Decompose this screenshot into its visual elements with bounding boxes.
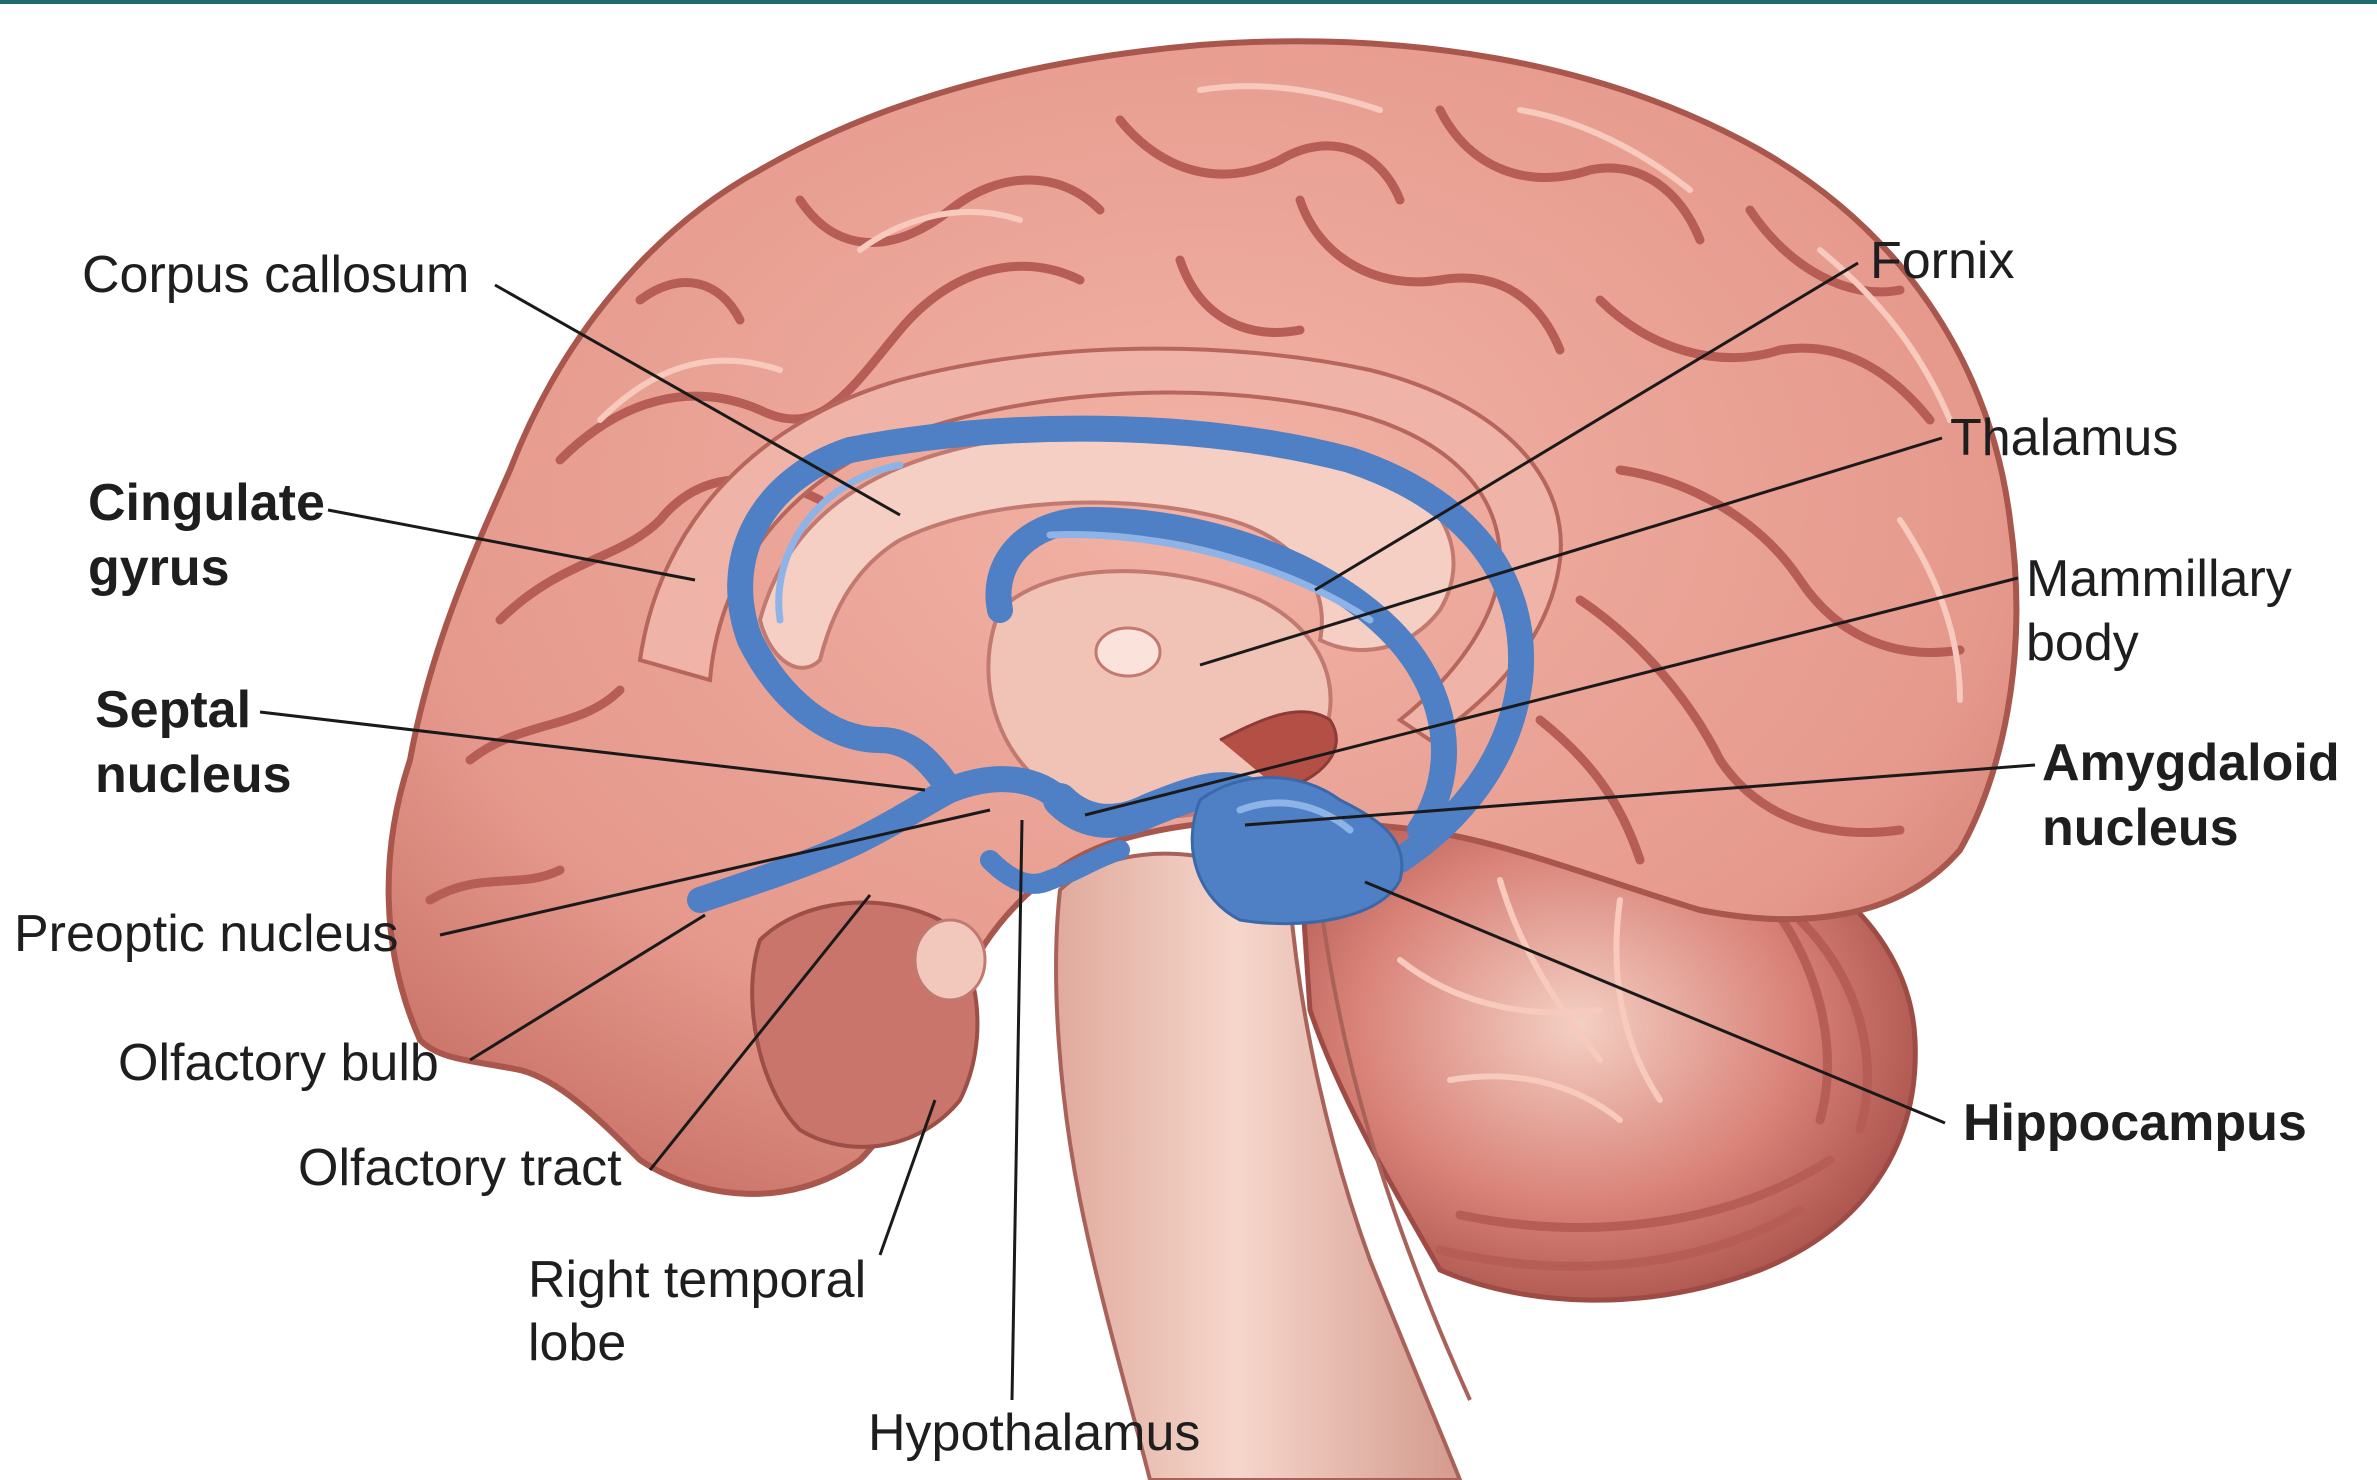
leader-cingulate-gyrus — [327, 508, 696, 582]
label-corpus-callosum: Corpus callosum — [82, 246, 469, 304]
leader-olfactory-tract — [648, 894, 872, 1171]
label-cingulate-gyrus-line2: gyrus — [88, 539, 230, 597]
leader-mammillary-body — [1084, 576, 2019, 817]
leader-preoptic-nucleus — [439, 808, 991, 937]
label-septal-nucleus-line2: nucleus — [95, 746, 292, 804]
limbic-system — [687, 415, 1534, 926]
leader-amygdaloid-nucleus — [1244, 763, 2036, 827]
label-olfactory-tract: Olfactory tract — [298, 1139, 622, 1197]
leader-olfactory-bulb — [469, 913, 706, 1062]
leader-fornix — [1314, 261, 1859, 592]
leader-corpus-callosum — [494, 283, 901, 517]
amygdala-hippocampus-mass — [1190, 776, 1404, 926]
leader-right-temporal-lobe — [878, 1099, 937, 1256]
leader-hypothalamus — [1010, 819, 1024, 1401]
label-right-temporal-lobe-line2: lobe — [528, 1314, 626, 1372]
label-hippocampus: Hippocampus — [1963, 1094, 2307, 1152]
label-preoptic-nucleus: Preoptic nucleus — [14, 905, 398, 963]
label-cingulate-gyrus-line1: Cingulate — [88, 474, 325, 532]
interthalamic-adhesion — [1094, 626, 1162, 678]
leader-hippocampus — [1364, 880, 1946, 1125]
label-septal-nucleus-line1: Septal — [95, 681, 251, 739]
top-bar — [0, 0, 2377, 4]
label-hypothalamus: Hypothalamus — [868, 1404, 1200, 1462]
label-fornix: Fornix — [1870, 232, 2014, 290]
label-amygdaloid-nucleus-line2: nucleus — [2042, 799, 2239, 857]
optic-chiasm-stalk — [913, 918, 987, 1002]
label-right-temporal-lobe-line1: Right temporal — [528, 1251, 866, 1309]
label-olfactory-bulb: Olfactory bulb — [118, 1034, 439, 1092]
label-mammillary-body-line2: body — [2026, 614, 2139, 672]
cortex-sulci — [425, 83, 1965, 905]
label-amygdaloid-nucleus-line1: Amygdaloid — [2042, 734, 2340, 792]
label-thalamus: Thalamus — [1950, 409, 2178, 467]
leader-thalamus — [1199, 436, 1943, 667]
leader-septal-nucleus — [259, 710, 926, 792]
label-mammillary-body-line1: Mammillary — [2026, 550, 2292, 608]
